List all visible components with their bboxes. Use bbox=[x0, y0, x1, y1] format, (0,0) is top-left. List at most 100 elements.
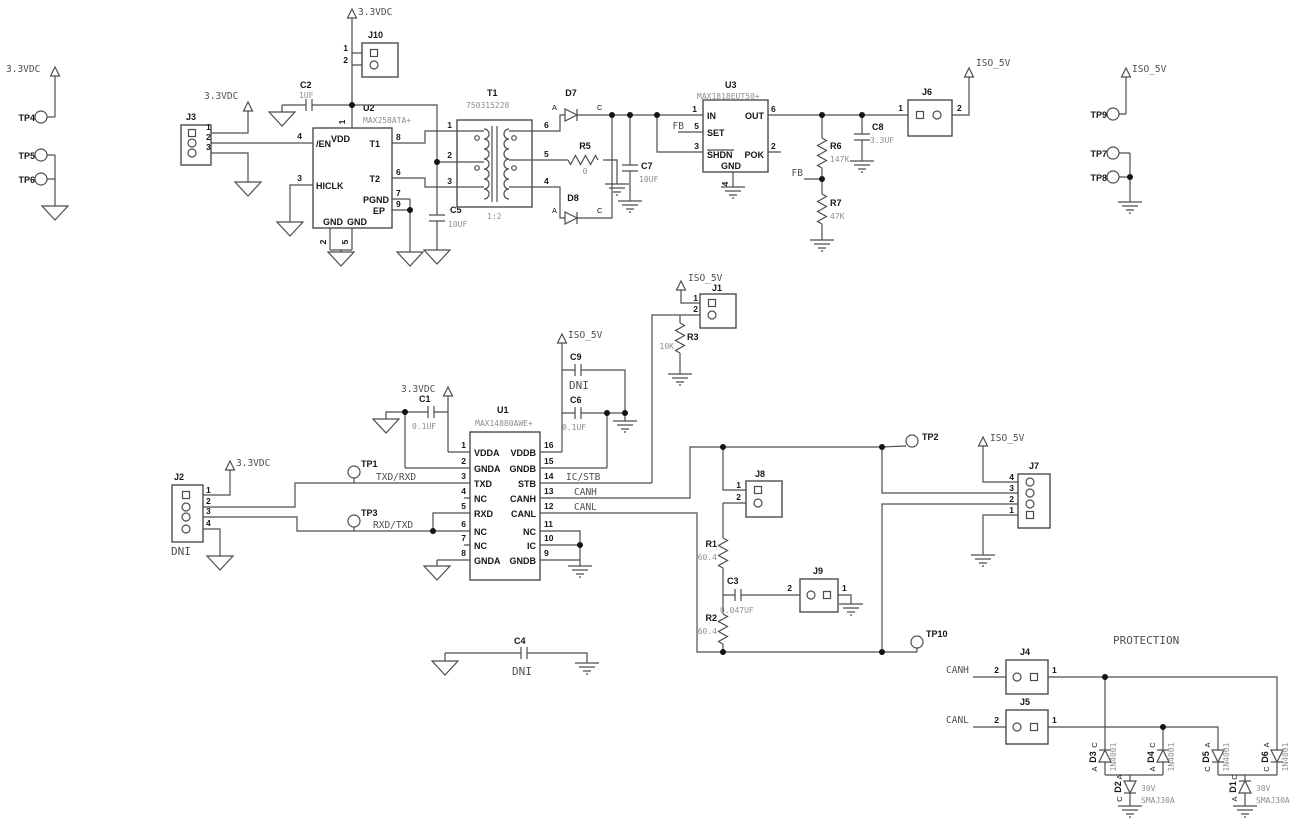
d4-ref: D4 bbox=[1146, 751, 1156, 763]
power-arrow-icon bbox=[224, 459, 236, 471]
pin-number: 8 bbox=[396, 132, 401, 142]
j9-ref: J9 bbox=[813, 566, 823, 576]
pin-number: 1 bbox=[898, 103, 903, 113]
pad-square bbox=[1025, 510, 1035, 520]
wires bbox=[532, 114, 703, 219]
pin-number: 2 bbox=[447, 150, 452, 160]
u1-pin-vdda: VDDA bbox=[474, 448, 500, 458]
phase-dot bbox=[511, 165, 517, 171]
power-arrow-icon bbox=[1120, 66, 1132, 78]
pad-circle bbox=[187, 148, 197, 158]
cathode-mark: C bbox=[597, 103, 603, 112]
testpoint-group-right: ISO_5V TP9 TP7 TP8 bbox=[1090, 64, 1167, 214]
pad-square bbox=[1029, 672, 1039, 682]
test-point-circle bbox=[347, 514, 361, 528]
test-point-circle bbox=[1106, 170, 1120, 184]
pin-number: 11 bbox=[544, 519, 553, 529]
pin-number: 1 bbox=[693, 293, 698, 303]
u1-pin-vddb: VDDB bbox=[510, 448, 536, 458]
u1-pin-gndb: GNDB bbox=[510, 464, 537, 474]
d2-part: SMAJ30A bbox=[1141, 796, 1175, 805]
junction-dot bbox=[577, 542, 583, 548]
u1-pin-ic: IC bbox=[527, 541, 537, 551]
pin-number: 2 bbox=[318, 239, 328, 244]
tp2-label: TP2 bbox=[922, 432, 939, 442]
tp8-label: TP8 bbox=[1090, 173, 1107, 183]
cathode-mark: C bbox=[1148, 742, 1157, 748]
net-label-iso5v: ISO_5V bbox=[688, 273, 723, 284]
ic-body bbox=[469, 431, 541, 581]
net-label-fb: FB bbox=[673, 121, 685, 132]
c8-ref: C8 bbox=[872, 122, 884, 132]
pin-number: 2 bbox=[206, 496, 211, 506]
pad-circle bbox=[806, 590, 816, 600]
junction-dot bbox=[819, 176, 825, 182]
test-point-circle bbox=[34, 148, 48, 162]
pad-circle bbox=[932, 110, 942, 120]
tp10-label: TP10 bbox=[926, 629, 948, 639]
t1-ref: T1 bbox=[487, 88, 498, 98]
d5-part: 1N4001 bbox=[1222, 742, 1231, 771]
c4-ref: C4 bbox=[514, 636, 526, 646]
pin-number: 4 bbox=[461, 486, 466, 496]
pin-number: 7 bbox=[396, 188, 401, 198]
ground-symbol bbox=[371, 418, 401, 434]
t1-part: 750315228 bbox=[466, 101, 510, 110]
wires bbox=[385, 396, 470, 469]
pin-number: 6 bbox=[771, 104, 776, 114]
earth-ground-symbol bbox=[1118, 805, 1142, 818]
ground-symbol bbox=[422, 565, 452, 581]
net-label-iso5v: ISO_5V bbox=[1132, 64, 1167, 75]
u2-pin-pgnd: PGND bbox=[363, 195, 390, 205]
j4-ref: J4 bbox=[1020, 647, 1030, 657]
net-label-3v3: 3.3VDC bbox=[204, 91, 238, 102]
transformer-core bbox=[491, 126, 498, 202]
pin-number: 2 bbox=[994, 715, 999, 725]
pin-number: 1 bbox=[447, 120, 452, 130]
wires bbox=[289, 105, 457, 252]
test-point-circle bbox=[1106, 107, 1120, 121]
junction-dot bbox=[879, 444, 885, 450]
junction-dot bbox=[819, 112, 825, 118]
pad-circle bbox=[181, 512, 191, 522]
test-point-circle bbox=[905, 434, 919, 448]
wires bbox=[651, 290, 708, 483]
u1-pin-canl: CANL bbox=[511, 509, 536, 519]
u1-pin-nc: NC bbox=[474, 541, 487, 551]
capacitor-c3-symbol bbox=[734, 589, 742, 601]
pin-number: 16 bbox=[544, 440, 554, 450]
tp6-label: TP6 bbox=[18, 175, 35, 185]
c9-ref: C9 bbox=[570, 352, 582, 362]
ground-symbol bbox=[430, 660, 460, 676]
pin-number: 2 bbox=[693, 304, 698, 314]
c5-value: 10UF bbox=[448, 220, 467, 229]
d1-part: SMAJ30A bbox=[1256, 796, 1290, 805]
pin-number: 7 bbox=[461, 533, 466, 543]
power-arrow-icon bbox=[675, 279, 687, 291]
pin-number: 2 bbox=[994, 665, 999, 675]
junction-dot bbox=[609, 112, 615, 118]
c3-ref: C3 bbox=[727, 576, 739, 586]
u1-pin-canh: CANH bbox=[510, 494, 536, 504]
connector-body bbox=[745, 480, 783, 518]
ground-symbol bbox=[395, 251, 425, 267]
c3-value: 0.047UF bbox=[720, 606, 754, 615]
u1-pin-txd: TXD bbox=[474, 479, 493, 489]
j1-ref: J1 bbox=[712, 283, 722, 293]
test-point-circle bbox=[910, 635, 924, 649]
pin-number: 3 bbox=[206, 142, 211, 152]
u3-pin-shdn: SHDN bbox=[707, 150, 733, 160]
connector-body bbox=[907, 99, 953, 137]
diode-d6-symbol bbox=[1270, 749, 1284, 764]
earth-ground-symbol bbox=[618, 200, 642, 213]
cathode-mark: C bbox=[1262, 766, 1271, 772]
junction-dot bbox=[434, 159, 440, 165]
capacitor-c4-symbol bbox=[520, 647, 528, 659]
d1-value: 30V bbox=[1256, 784, 1271, 793]
net-label-canh: CANH bbox=[946, 665, 969, 676]
u3-pin-set: SET bbox=[707, 128, 725, 138]
pad-square bbox=[915, 110, 925, 120]
u2-pin-gnd: GND bbox=[347, 217, 368, 227]
t1-ratio: 1:2 bbox=[487, 212, 502, 221]
